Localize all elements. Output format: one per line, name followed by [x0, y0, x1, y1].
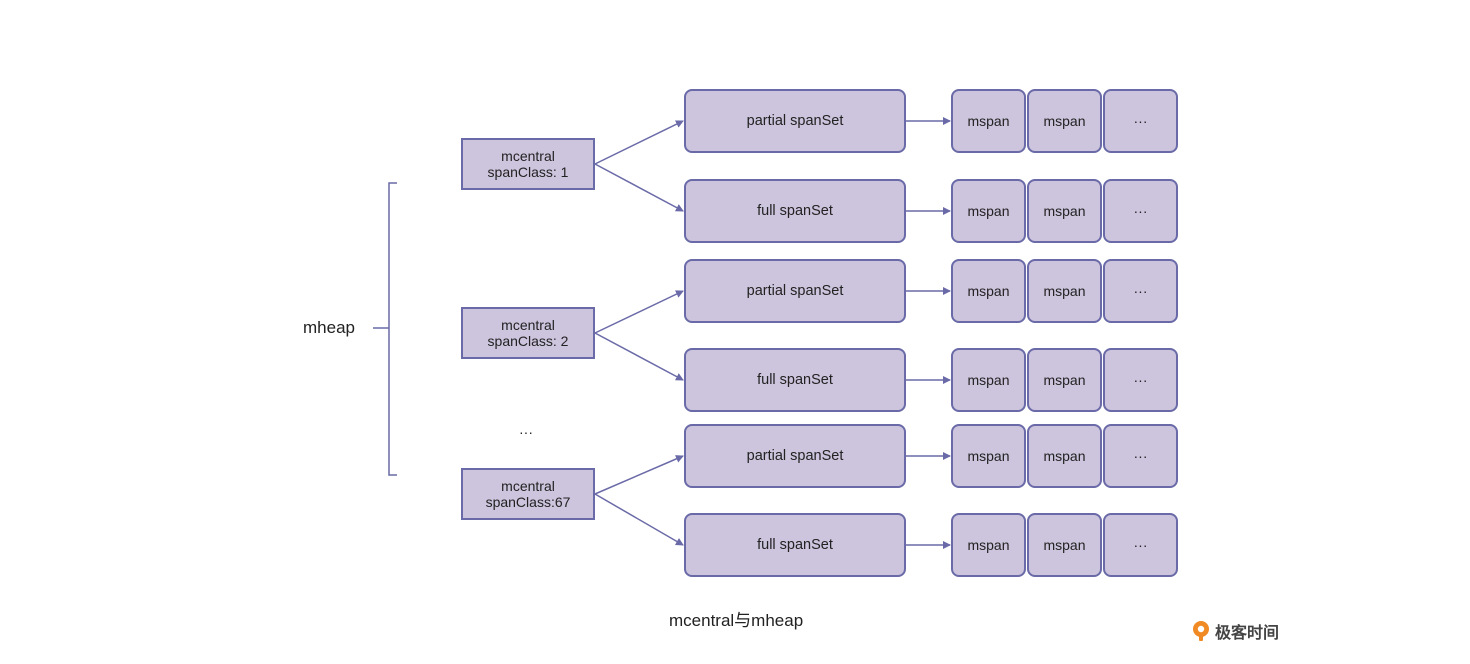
mspan-label: mspan	[967, 283, 1010, 299]
partial-spanset-label: partial spanSet	[746, 113, 844, 129]
mheap-brace	[373, 182, 397, 476]
arrow-mcentral-to-partial-spanset	[594, 455, 684, 495]
mspan-box: mspan	[1027, 513, 1102, 577]
mspan-label: mspan	[967, 203, 1010, 219]
mspan-ellipsis-box: ···	[1103, 89, 1178, 153]
arrow-mcentral-to-full-spanset	[594, 493, 684, 546]
mspan-box: mspan	[951, 424, 1026, 488]
mspan-label: mspan	[967, 113, 1010, 129]
mcentral-spanclass: spanClass: 1	[487, 164, 569, 180]
arrow-mcentral-to-full-spanset	[594, 163, 684, 212]
mspan-box: mspan	[1027, 348, 1102, 412]
brand-logo-text: 极客时间	[1215, 625, 1280, 642]
mspan-label: mspan	[1043, 203, 1086, 219]
arrow-mcentral-to-partial-spanset	[594, 290, 684, 334]
partial-spanset-box: partial spanSet	[684, 424, 906, 488]
mspan-label: mspan	[1043, 372, 1086, 388]
mspan-label: ···	[1133, 283, 1148, 299]
lightbulb-icon	[1193, 621, 1209, 641]
brand-logo: 极客时间	[1191, 620, 1279, 642]
mspan-label: mspan	[967, 372, 1010, 388]
mspan-ellipsis-box: ···	[1103, 513, 1178, 577]
mspan-label: ···	[1133, 203, 1148, 219]
full-spanset-box: full spanSet	[684, 179, 906, 243]
mspan-ellipsis-box: ···	[1103, 424, 1178, 488]
mspan-box: mspan	[951, 179, 1026, 243]
mspan-box: mspan	[1027, 179, 1102, 243]
mcentral-title: mcentral	[501, 478, 555, 494]
mcentral-spanclass: spanClass: 2	[487, 333, 569, 349]
mspan-label: mspan	[1043, 537, 1086, 553]
diagram-caption: mcentral与mheap	[669, 611, 804, 630]
full-spanset-box: full spanSet	[684, 513, 906, 577]
mcentral-title: mcentral	[501, 317, 555, 333]
mspan-ellipsis-box: ···	[1103, 259, 1178, 323]
mspan-label: mspan	[1043, 113, 1086, 129]
mspan-ellipsis-box: ···	[1103, 179, 1178, 243]
mspan-ellipsis-box: ···	[1103, 348, 1178, 412]
mspan-label: ···	[1133, 372, 1148, 388]
mspan-label: mspan	[967, 448, 1010, 464]
mspan-box: mspan	[951, 513, 1026, 577]
arrow-mcentral-to-full-spanset	[594, 332, 684, 381]
partial-spanset-box: partial spanSet	[684, 259, 906, 323]
mspan-box: mspan	[1027, 89, 1102, 153]
mspan-label: mspan	[1043, 283, 1086, 299]
mspan-label: mspan	[967, 537, 1010, 553]
mspan-box: mspan	[951, 348, 1026, 412]
full-spanset-label: full spanSet	[757, 203, 833, 219]
mheap-label: mheap	[303, 318, 355, 337]
full-spanset-box: full spanSet	[684, 348, 906, 412]
mcentral-title: mcentral	[501, 148, 555, 164]
mspan-label: ···	[1133, 113, 1148, 129]
full-spanset-label: full spanSet	[757, 537, 833, 553]
mspan-box: mspan	[951, 259, 1026, 323]
partial-spanset-label: partial spanSet	[746, 283, 844, 299]
arrow-mcentral-to-partial-spanset	[594, 120, 684, 165]
mspan-label: ···	[1133, 448, 1148, 464]
mspan-label: ···	[1133, 537, 1148, 553]
partial-spanset-box: partial spanSet	[684, 89, 906, 153]
mcentral-ellipsis: ···	[519, 424, 533, 440]
mcentral-spanclass: spanClass:67	[485, 494, 571, 510]
mspan-box: mspan	[951, 89, 1026, 153]
full-spanset-label: full spanSet	[757, 372, 833, 388]
mspan-label: mspan	[1043, 448, 1086, 464]
mspan-box: mspan	[1027, 424, 1102, 488]
mspan-box: mspan	[1027, 259, 1102, 323]
partial-spanset-label: partial spanSet	[746, 448, 844, 464]
